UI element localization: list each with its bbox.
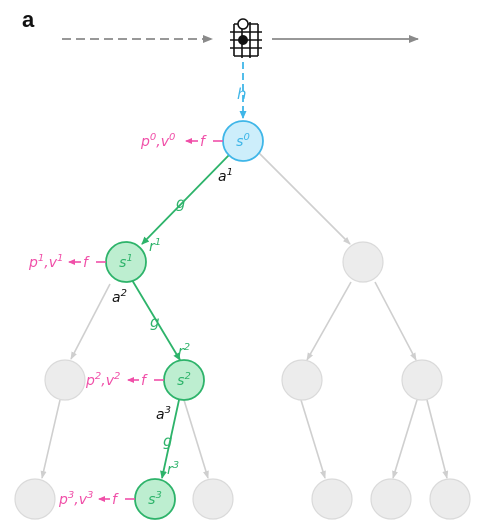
svg-text:s2: s2 <box>177 371 191 389</box>
unexplored-node <box>192 478 234 520</box>
action-label: a3 <box>156 405 171 423</box>
reward-label: r3 <box>167 460 179 478</box>
board-observation-icon <box>230 18 262 58</box>
unexplored-node <box>14 478 56 520</box>
root-state-node: s0 <box>222 120 264 162</box>
svg-text:f: f <box>83 255 90 271</box>
state-node-3: s3 <box>134 478 176 520</box>
svg-text:p2,v2: p2,v2 <box>85 371 120 389</box>
svg-text:p0,v0: p0,v0 <box>140 132 175 150</box>
reward-label: r2 <box>178 342 190 360</box>
unexplored-edges <box>40 151 449 479</box>
svg-text:s3: s3 <box>148 490 162 508</box>
svg-text:p1,v1: p1,v1 <box>28 253 63 271</box>
representation-fn-label: h <box>237 85 247 103</box>
unexplored-node <box>401 359 443 401</box>
action-label: a1 <box>218 167 233 185</box>
dynamics-fn-label: g <box>163 432 173 450</box>
dynamics-fn-label: g <box>176 194 186 212</box>
state-node-2: s2 <box>163 359 205 401</box>
svg-text:s1: s1 <box>119 253 133 271</box>
dynamics-fn-label: g <box>150 313 160 331</box>
unexplored-nodes <box>14 241 471 520</box>
unexplored-node <box>370 478 412 520</box>
svg-text:p3,v3: p3,v3 <box>58 490 93 508</box>
dynamics-path <box>131 153 231 479</box>
prediction-branch-1: f p1,v1 <box>28 253 106 271</box>
prediction-branch-3: f p3,v3 <box>58 490 135 508</box>
unexplored-node <box>342 241 384 283</box>
prediction-branch-2: f p2,v2 <box>85 371 164 389</box>
unexplored-node <box>311 478 353 520</box>
svg-text:f: f <box>141 373 148 389</box>
panel-label: a <box>22 7 35 32</box>
svg-text:f: f <box>200 134 207 150</box>
svg-text:s0: s0 <box>236 132 250 150</box>
unexplored-node <box>429 478 471 520</box>
prediction-branch-0: f p0,v0 <box>140 132 223 150</box>
svg-text:f: f <box>112 492 119 508</box>
unexplored-node <box>281 359 323 401</box>
unexplored-node <box>44 359 86 401</box>
reward-label: r1 <box>149 237 161 255</box>
state-node-1: s1 <box>105 241 147 283</box>
action-label: a2 <box>112 288 127 306</box>
